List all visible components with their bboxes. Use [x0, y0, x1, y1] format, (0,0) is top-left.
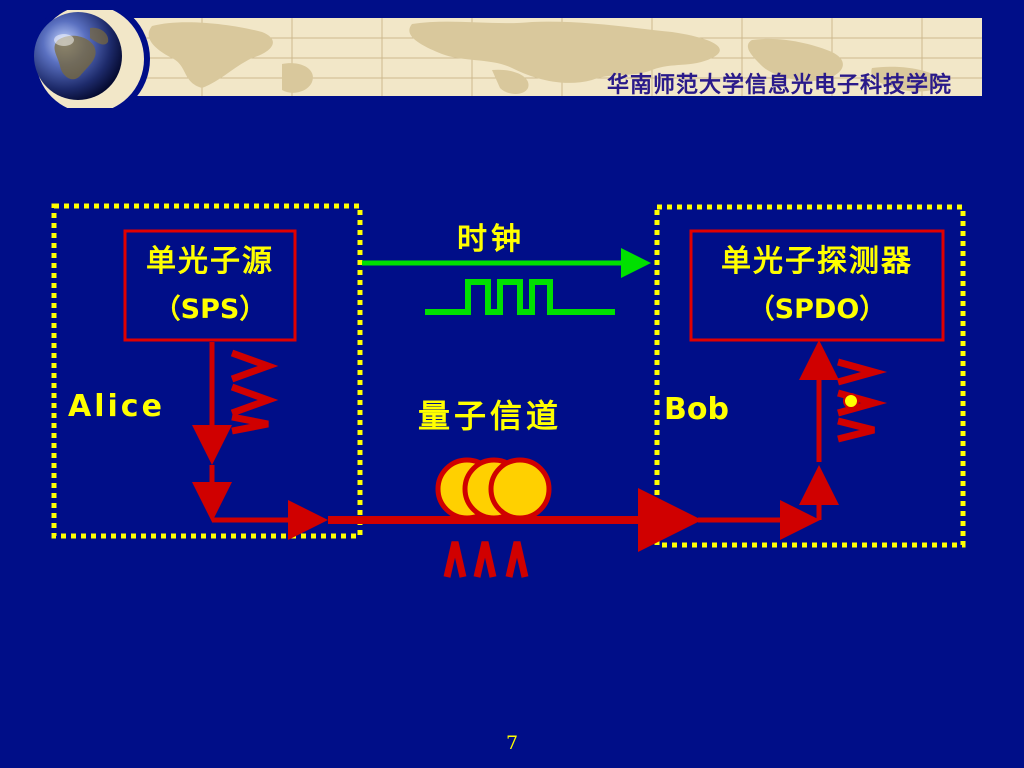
sps-abbr: （SPS）: [153, 294, 267, 325]
spdo-abbr: （SPDO）: [747, 294, 887, 325]
spdo-title: 单光子探测器: [721, 244, 913, 279]
alice-label: Alice: [68, 389, 165, 424]
clock-label: 时钟: [457, 222, 525, 257]
institute-title: 华南师范大学信息光电子科技学院: [606, 72, 952, 96]
sps-title: 单光子源: [146, 244, 274, 279]
alice-boundary: [51, 203, 363, 539]
sps-box: [123, 229, 297, 342]
globe-logo-icon: [30, 10, 150, 108]
quantum-channel-label: 量子信道: [418, 397, 563, 435]
header-banner: 华南师范大学信息光电子科技学院: [112, 18, 982, 96]
bob-boundary: [654, 204, 966, 548]
clock-pulse-waveform: [425, 279, 615, 315]
detected-photon-icon: [843, 393, 859, 409]
photon-wave-channel-icon: [443, 541, 529, 578]
page-number: 7: [505, 732, 519, 754]
bob-label: Bob: [664, 392, 729, 427]
world-map-background: [112, 18, 982, 96]
photon-blob: [488, 457, 552, 521]
photon-wave-sps-icon: [230, 349, 279, 435]
